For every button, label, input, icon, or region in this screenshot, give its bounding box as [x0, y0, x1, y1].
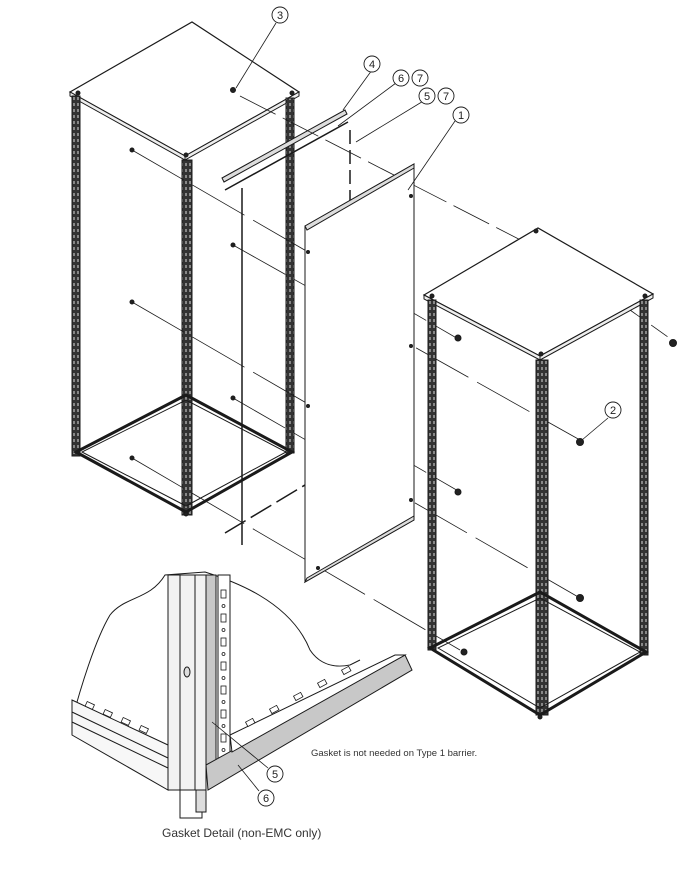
callout-3: 3 — [271, 6, 289, 24]
svg-text:7: 7 — [417, 73, 423, 85]
callout-leaders — [211, 22, 609, 792]
horizontal-slot-holes — [84, 665, 352, 734]
svg-text:1: 1 — [458, 110, 464, 122]
svg-text:6: 6 — [398, 73, 404, 85]
right-cabinet-frame — [422, 227, 677, 720]
callout-2: 2 — [604, 401, 622, 419]
barrier-panel — [303, 163, 415, 584]
callout-5-top: 5 — [418, 87, 436, 105]
svg-text:4: 4 — [369, 59, 375, 71]
callout-7-top-b: 7 — [437, 87, 455, 105]
svg-text:3: 3 — [277, 10, 283, 22]
detail-caption: Gasket Detail (non‑EMC only) — [162, 826, 322, 840]
callout-7-top-a: 7 — [411, 69, 429, 87]
callout-6-top: 6 — [392, 69, 410, 87]
svg-text:5: 5 — [424, 91, 430, 103]
vertical-slot-holes — [220, 589, 227, 752]
svg-text:7: 7 — [443, 91, 449, 103]
svg-text:2: 2 — [610, 405, 616, 417]
callout-bubbles: 3 4 6 7 5 7 1 2 — [257, 6, 622, 807]
callout-1: 1 — [452, 106, 470, 124]
callout-6-detail: 6 — [257, 789, 275, 807]
left-cabinet-frame — [68, 21, 349, 517]
gasket-detail-inset — [71, 571, 413, 819]
callout-4: 4 — [363, 55, 381, 73]
svg-text:6: 6 — [263, 793, 269, 805]
gasket-note: Gasket is not needed on Type 1 barrier. — [311, 748, 478, 759]
callout-5-detail: 5 — [266, 765, 284, 783]
svg-text:5: 5 — [272, 769, 278, 781]
